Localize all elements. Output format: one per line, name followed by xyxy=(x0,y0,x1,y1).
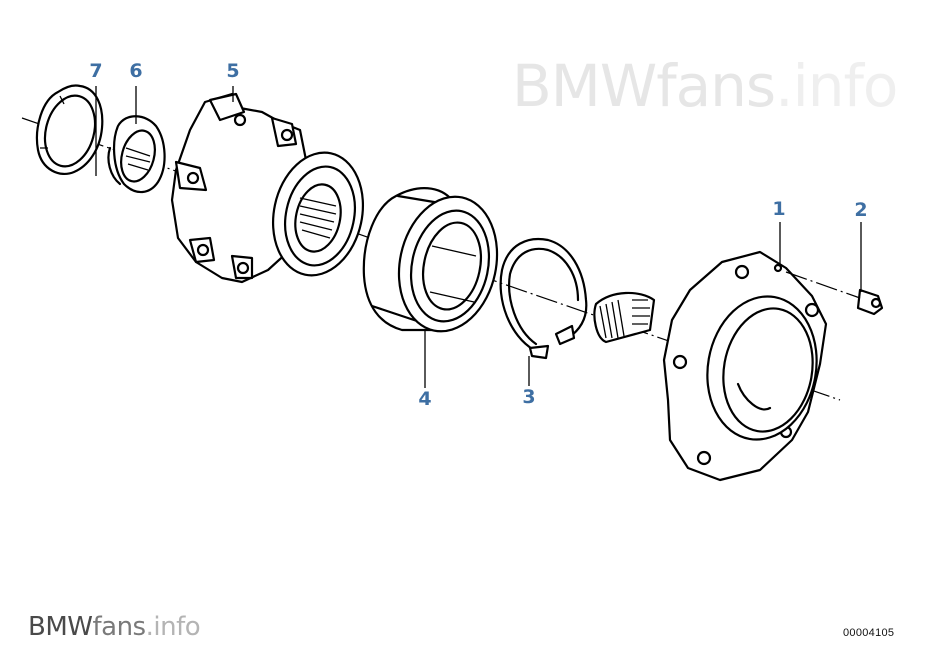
watermark-top: BMWfans.info xyxy=(512,52,898,120)
watermark-tld: .info xyxy=(775,52,898,120)
callout-5[interactable]: 5 xyxy=(226,60,240,82)
part-4-wheel-bearing[interactable] xyxy=(362,187,509,341)
part-6-collar-nut[interactable] xyxy=(107,115,166,194)
part-2-wheel-bolt[interactable] xyxy=(785,271,884,316)
watermark-mid: fans xyxy=(656,52,776,120)
callout-6[interactable]: 6 xyxy=(129,60,143,82)
callout-7[interactable]: 7 xyxy=(89,60,103,82)
diagram-number: 00004105 xyxy=(843,627,895,639)
watermark-bottom: BMWfans.info xyxy=(28,612,201,642)
part-5-bearing-housing[interactable] xyxy=(170,92,374,284)
watermark-bottom-tld: .info xyxy=(145,612,201,642)
part-3-circlip[interactable] xyxy=(499,238,588,360)
watermark-bottom-brand: BMW xyxy=(28,612,93,642)
watermark-bottom-mid: fans xyxy=(92,612,146,642)
watermark-brand: BMW xyxy=(512,52,657,120)
callout-2[interactable]: 2 xyxy=(854,199,868,221)
part-7-lock-ring[interactable] xyxy=(35,84,104,176)
callout-4[interactable]: 4 xyxy=(418,388,432,410)
part-1-drive-flange[interactable] xyxy=(593,250,828,482)
callout-1[interactable]: 1 xyxy=(772,198,786,220)
callout-3[interactable]: 3 xyxy=(522,386,536,408)
